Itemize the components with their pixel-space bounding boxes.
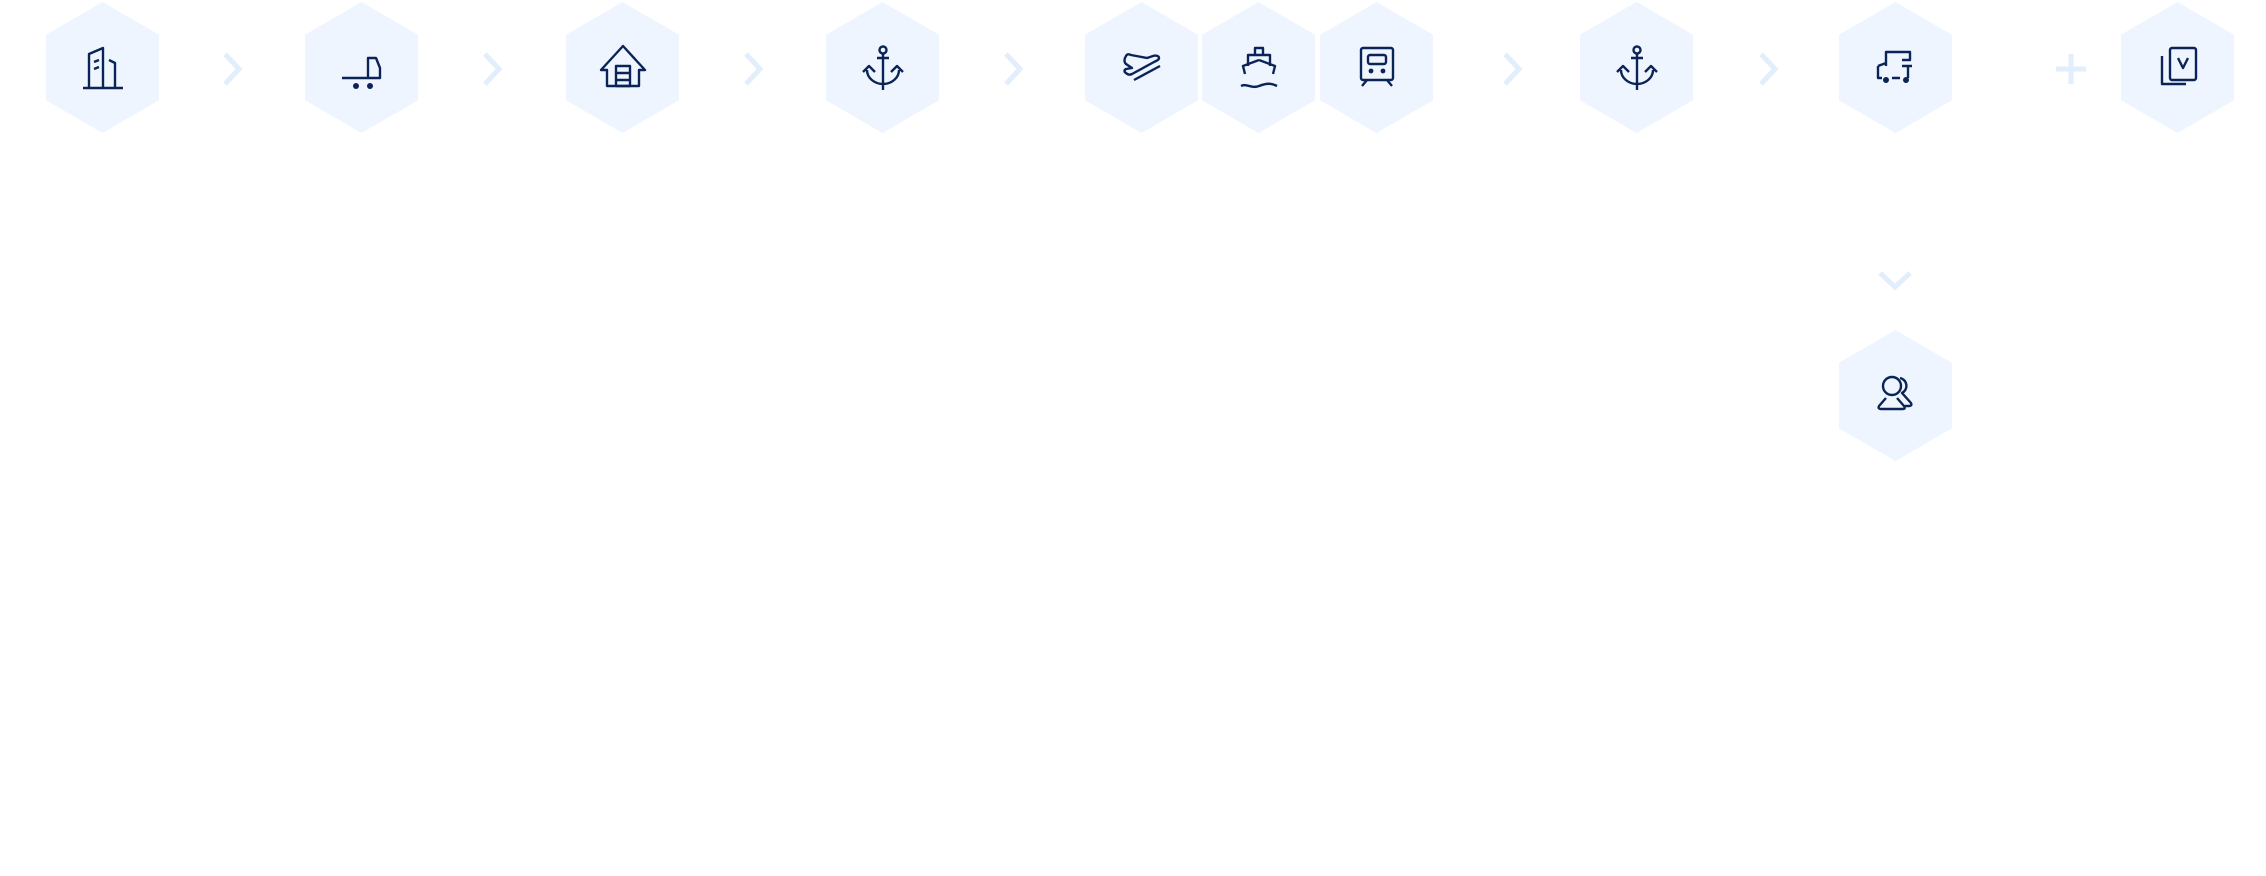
step-customers [1839,330,1952,461]
plus-icon [2054,52,2088,86]
step-air-freight [1085,2,1198,133]
step-rail-freight [1320,2,1433,133]
ship-icon [1239,46,1278,88]
airplane-icon [1122,52,1161,81]
step-office-building [46,2,159,133]
anchor-icon [1615,44,1658,90]
step-sea-freight [1202,2,1315,133]
verified-documents-icon [2160,46,2197,85]
delivery-truck-icon [1876,50,1912,83]
step-port-destination [1580,2,1693,133]
step-last-mile-delivery [1839,2,1952,133]
anchor-icon [861,44,904,90]
step-warehouse [566,2,679,133]
train-icon [1359,46,1394,87]
step-forklift [305,2,418,133]
chevron-right-icon [222,52,244,86]
warehouse-icon [599,44,646,87]
forklift-icon [341,56,381,89]
step-customs-documents [2121,2,2234,133]
chevron-right-icon [1758,52,1780,86]
chevron-right-icon [743,52,765,86]
chevron-right-icon [1003,52,1025,86]
step-port-origin [826,2,939,133]
customers-icon [1876,375,1913,410]
chevron-down-icon [1878,270,1912,292]
chevron-right-icon [1502,52,1524,86]
office-building-icon [82,46,123,89]
chevron-right-icon [482,52,504,86]
